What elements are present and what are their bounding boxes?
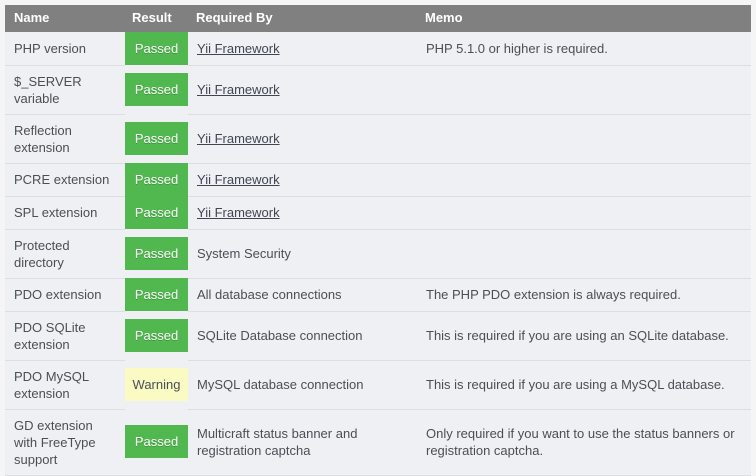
required-by-cell[interactable]: Yii Framework [188,64,414,114]
memo-cell [414,195,751,229]
memo-cell: Only required if you want to use the sta… [414,408,751,476]
requirements-table: Name Result Required By Memo PHP version… [5,5,751,476]
result-cell: Passed [125,229,188,278]
result-cell: Passed [125,311,188,360]
memo-cell: PHP 5.1.0 or higher is required. [414,32,751,65]
memo-cell: The PHP PDO extension is always required… [414,277,751,311]
requirement-name: PCRE extension [5,162,125,196]
required-by-cell: MySQL database connection [188,359,414,409]
requirement-name: PHP version [5,32,125,65]
required-by-cell: Multicraft status banner and registratio… [188,408,414,476]
required-by-text: SQLite Database connection [197,328,363,343]
column-header-name: Name [5,5,125,32]
status-badge: Warning [125,368,188,401]
required-by-cell[interactable]: Yii Framework [188,195,414,229]
requirement-name: PDO SQLite extension [5,310,125,360]
result-cell: Warning [125,360,188,409]
result-cell: Passed [125,278,188,311]
requirement-name: GD extension with FreeType support [5,408,125,476]
required-by-link[interactable]: Yii Framework [197,82,280,97]
required-by-cell: SQLite Database connection [188,310,414,360]
status-badge: Passed [125,319,188,352]
status-badge: Passed [125,32,188,65]
memo-cell: This is required if you are using an SQL… [414,310,751,360]
required-by-link[interactable]: Yii Framework [197,131,280,146]
column-header-memo: Memo [414,5,751,32]
requirement-name: $_SERVER variable [5,64,125,114]
status-badge: Passed [125,122,188,155]
requirement-name: PDO extension [5,277,125,311]
required-by-cell[interactable]: Yii Framework [188,162,414,196]
requirements-page: Name Result Required By Memo PHP version… [5,5,751,476]
memo-cell [414,228,751,278]
result-cell: Passed [125,114,188,163]
requirement-name: SPL extension [5,195,125,229]
required-by-text: Multicraft status banner and registratio… [197,426,358,458]
result-cell: Passed [125,196,188,229]
status-badge: Passed [125,237,188,270]
required-by-link[interactable]: Yii Framework [197,40,280,56]
status-badge: Passed [125,425,188,459]
required-by-cell: All database connections [188,277,414,311]
result-cell: Passed [125,65,188,114]
status-badge: Passed [125,73,188,106]
required-by-cell: System Security [188,228,414,278]
requirement-name: PDO MySQL extension [5,359,125,409]
status-badge: Passed [125,278,188,311]
requirement-name: Protected directory [5,228,125,278]
column-header-required-by: Required By [188,5,414,32]
required-by-link[interactable]: Yii Framework [197,172,280,187]
table-header-row: Name Result Required By Memo [5,5,751,32]
memo-cell [414,162,751,196]
status-badge: Passed [125,196,188,229]
required-by-text: All database connections [197,287,342,302]
required-by-text: System Security [197,246,291,261]
result-cell: Passed [125,163,188,196]
required-by-cell[interactable]: Yii Framework [188,32,414,65]
result-cell: Passed [125,32,188,65]
memo-cell [414,64,751,114]
result-cell: Passed [125,409,188,476]
memo-cell: This is required if you are using a MySQ… [414,359,751,409]
memo-cell [414,113,751,163]
requirement-name: Reflection extension [5,113,125,163]
required-by-text: MySQL database connection [197,377,364,392]
required-by-cell[interactable]: Yii Framework [188,113,414,163]
required-by-link[interactable]: Yii Framework [197,205,280,220]
table-header: Name Result Required By Memo [5,5,751,32]
column-header-result: Result [125,5,188,32]
status-badge: Passed [125,163,188,196]
